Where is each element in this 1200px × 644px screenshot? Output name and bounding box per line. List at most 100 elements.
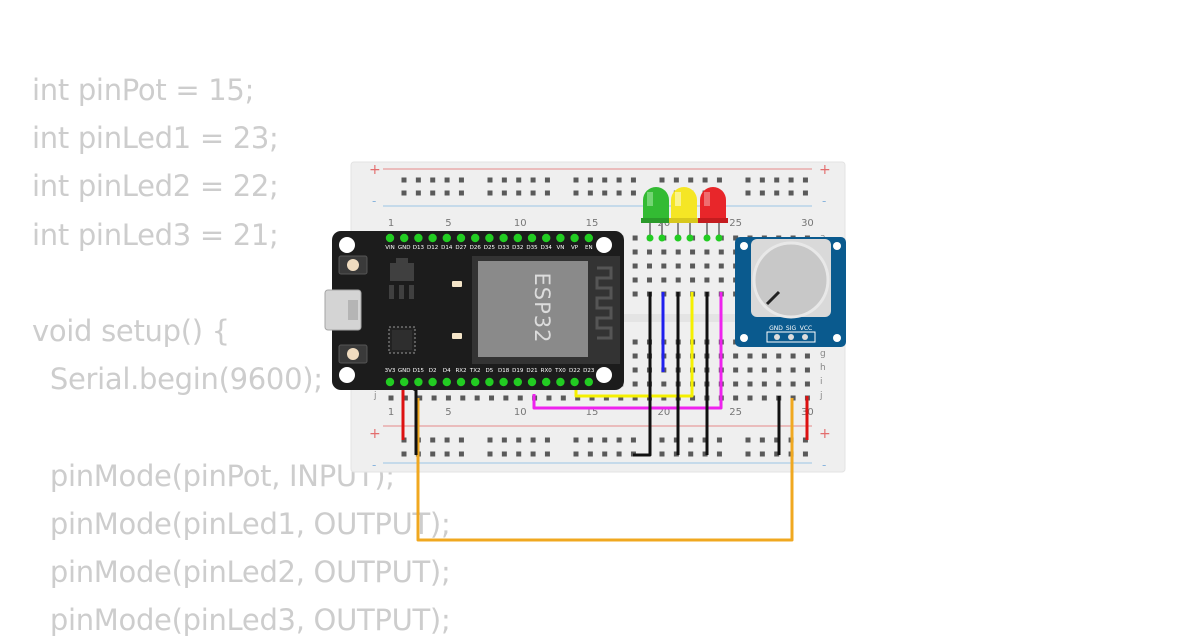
hole[interactable] — [587, 437, 593, 443]
hole[interactable] — [402, 395, 408, 401]
hole[interactable] — [573, 451, 579, 457]
hole[interactable] — [716, 177, 722, 183]
esp32-pin[interactable] — [400, 377, 409, 387]
hole[interactable] — [501, 437, 507, 443]
hole[interactable] — [602, 177, 608, 183]
esp32-pin[interactable] — [442, 233, 451, 243]
esp32-pin[interactable] — [584, 233, 593, 243]
hole[interactable] — [632, 395, 638, 401]
hole[interactable] — [774, 177, 780, 183]
esp32-pin[interactable] — [414, 233, 423, 243]
hole[interactable] — [487, 451, 493, 457]
wire-yellow[interactable] — [574, 292, 694, 398]
hole[interactable] — [460, 395, 466, 401]
hole[interactable] — [618, 395, 624, 401]
hole[interactable] — [544, 437, 550, 443]
hole[interactable] — [587, 177, 593, 183]
hole[interactable] — [487, 437, 493, 443]
hole[interactable] — [602, 437, 608, 443]
hole[interactable] — [530, 190, 536, 196]
hole[interactable] — [673, 437, 679, 443]
hole[interactable] — [444, 190, 450, 196]
esp32-pin[interactable] — [385, 233, 395, 243]
hole[interactable] — [430, 451, 436, 457]
hole[interactable] — [632, 353, 638, 359]
hole[interactable] — [430, 177, 436, 183]
hole[interactable] — [632, 277, 638, 283]
hole[interactable] — [573, 190, 579, 196]
hole[interactable] — [445, 395, 451, 401]
hole[interactable] — [661, 395, 667, 401]
hole[interactable] — [690, 277, 696, 283]
hole[interactable] — [661, 381, 667, 387]
hole[interactable] — [530, 437, 536, 443]
hole[interactable] — [503, 395, 509, 401]
hole[interactable] — [632, 291, 638, 297]
hole[interactable] — [415, 190, 421, 196]
esp32-pin[interactable] — [527, 377, 537, 387]
hole[interactable] — [661, 249, 667, 255]
hole[interactable] — [704, 263, 710, 269]
hole[interactable] — [788, 190, 794, 196]
hole[interactable] — [702, 451, 708, 457]
hole[interactable] — [560, 395, 566, 401]
hole[interactable] — [690, 395, 696, 401]
hole[interactable] — [761, 353, 767, 359]
hole[interactable] — [688, 177, 694, 183]
hole[interactable] — [688, 437, 694, 443]
hole[interactable] — [603, 395, 609, 401]
hole[interactable] — [659, 437, 665, 443]
hole[interactable] — [761, 381, 767, 387]
esp32-pin[interactable] — [570, 377, 579, 387]
hole[interactable] — [804, 353, 810, 359]
hole[interactable] — [487, 177, 493, 183]
esp32-pin[interactable] — [584, 377, 593, 387]
hole[interactable] — [632, 381, 638, 387]
pot-pin[interactable] — [774, 334, 780, 340]
hole[interactable] — [673, 177, 679, 183]
hole[interactable] — [661, 277, 667, 283]
hole[interactable] — [718, 249, 724, 255]
hole[interactable] — [774, 437, 780, 443]
hole[interactable] — [759, 177, 765, 183]
hole[interactable] — [458, 177, 464, 183]
hole[interactable] — [747, 381, 753, 387]
hole[interactable] — [630, 437, 636, 443]
esp32-pin[interactable] — [428, 233, 437, 243]
hole[interactable] — [802, 177, 808, 183]
hole[interactable] — [733, 395, 739, 401]
hole[interactable] — [761, 367, 767, 373]
hole[interactable] — [544, 177, 550, 183]
hole[interactable] — [444, 451, 450, 457]
esp32-pin[interactable] — [527, 233, 537, 243]
hole[interactable] — [616, 437, 622, 443]
hole[interactable] — [632, 235, 638, 241]
esp32-pin[interactable] — [499, 377, 508, 387]
esp32-pin[interactable] — [456, 377, 466, 387]
hole[interactable] — [688, 451, 694, 457]
hole[interactable] — [804, 381, 810, 387]
hole[interactable] — [632, 367, 638, 373]
hole[interactable] — [616, 177, 622, 183]
hole[interactable] — [444, 437, 450, 443]
hole[interactable] — [661, 263, 667, 269]
hole[interactable] — [774, 190, 780, 196]
hole[interactable] — [718, 277, 724, 283]
hole[interactable] — [759, 451, 765, 457]
hole[interactable] — [776, 367, 782, 373]
esp32-pin[interactable] — [442, 377, 451, 387]
hole[interactable] — [745, 451, 751, 457]
hole[interactable] — [774, 451, 780, 457]
hole[interactable] — [573, 177, 579, 183]
hole[interactable] — [690, 249, 696, 255]
hole[interactable] — [747, 367, 753, 373]
esp32-pin[interactable] — [385, 377, 395, 387]
hole[interactable] — [747, 353, 753, 359]
hole[interactable] — [802, 437, 808, 443]
hole[interactable] — [602, 190, 608, 196]
hole[interactable] — [704, 249, 710, 255]
